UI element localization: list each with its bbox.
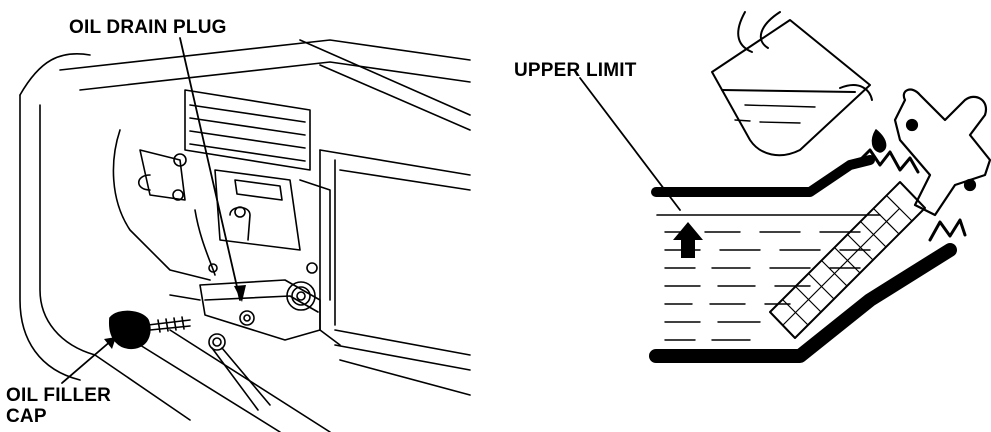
housing-diagonal-2 xyxy=(319,64,471,131)
generator-engine-illustration xyxy=(19,39,471,432)
frame-top-curve xyxy=(19,53,91,96)
oil-filler-cap-label-line1: OIL FILLER xyxy=(6,385,112,406)
lower-thread-teeth xyxy=(928,218,967,242)
oil-level-illustration xyxy=(649,11,991,363)
housing-diagonal xyxy=(299,39,471,116)
oil-drain-plug-label: OIL DRAIN PLUG xyxy=(69,17,227,38)
housing-top-line-2 xyxy=(79,61,471,91)
drain-plate xyxy=(199,262,321,341)
filler-cap-leader-line xyxy=(61,339,113,384)
oil-filler-cap-label-line2: CAP xyxy=(6,406,47,427)
oil-drain-plug-bolt xyxy=(239,310,255,326)
base-line-3 xyxy=(94,354,191,421)
engine-block xyxy=(112,129,331,301)
upper-limit-leader-line xyxy=(579,77,681,211)
slotted-panel xyxy=(184,89,311,171)
oil-filler-cap-label: OIL FILLER CAP xyxy=(6,385,111,427)
up-arrow-icon xyxy=(673,222,703,258)
drain-plug-leader-line xyxy=(179,37,241,301)
filler-port xyxy=(286,281,316,311)
base-line-2 xyxy=(139,344,281,432)
dipstick xyxy=(769,181,926,339)
pan-upper-wall xyxy=(651,155,875,197)
base-line-4 xyxy=(169,294,201,301)
filler-cap-arrowhead xyxy=(104,337,116,349)
side-frame xyxy=(319,149,471,396)
upper-thread-teeth xyxy=(858,148,920,174)
base-line xyxy=(169,329,331,432)
wrench xyxy=(208,333,271,411)
oil-filler-cap-icon xyxy=(109,310,191,349)
oil-container xyxy=(711,11,887,157)
dipstick-cap xyxy=(893,88,991,217)
frame-left-edge xyxy=(19,94,81,381)
pan-lower-wall xyxy=(649,243,957,363)
upper-limit-label: UPPER LIMIT xyxy=(514,60,637,81)
drain-plug-arrowhead xyxy=(234,285,246,302)
housing-top-line xyxy=(59,39,471,71)
oil-fill-dashes xyxy=(664,231,871,341)
frame-left-inner xyxy=(39,104,96,356)
